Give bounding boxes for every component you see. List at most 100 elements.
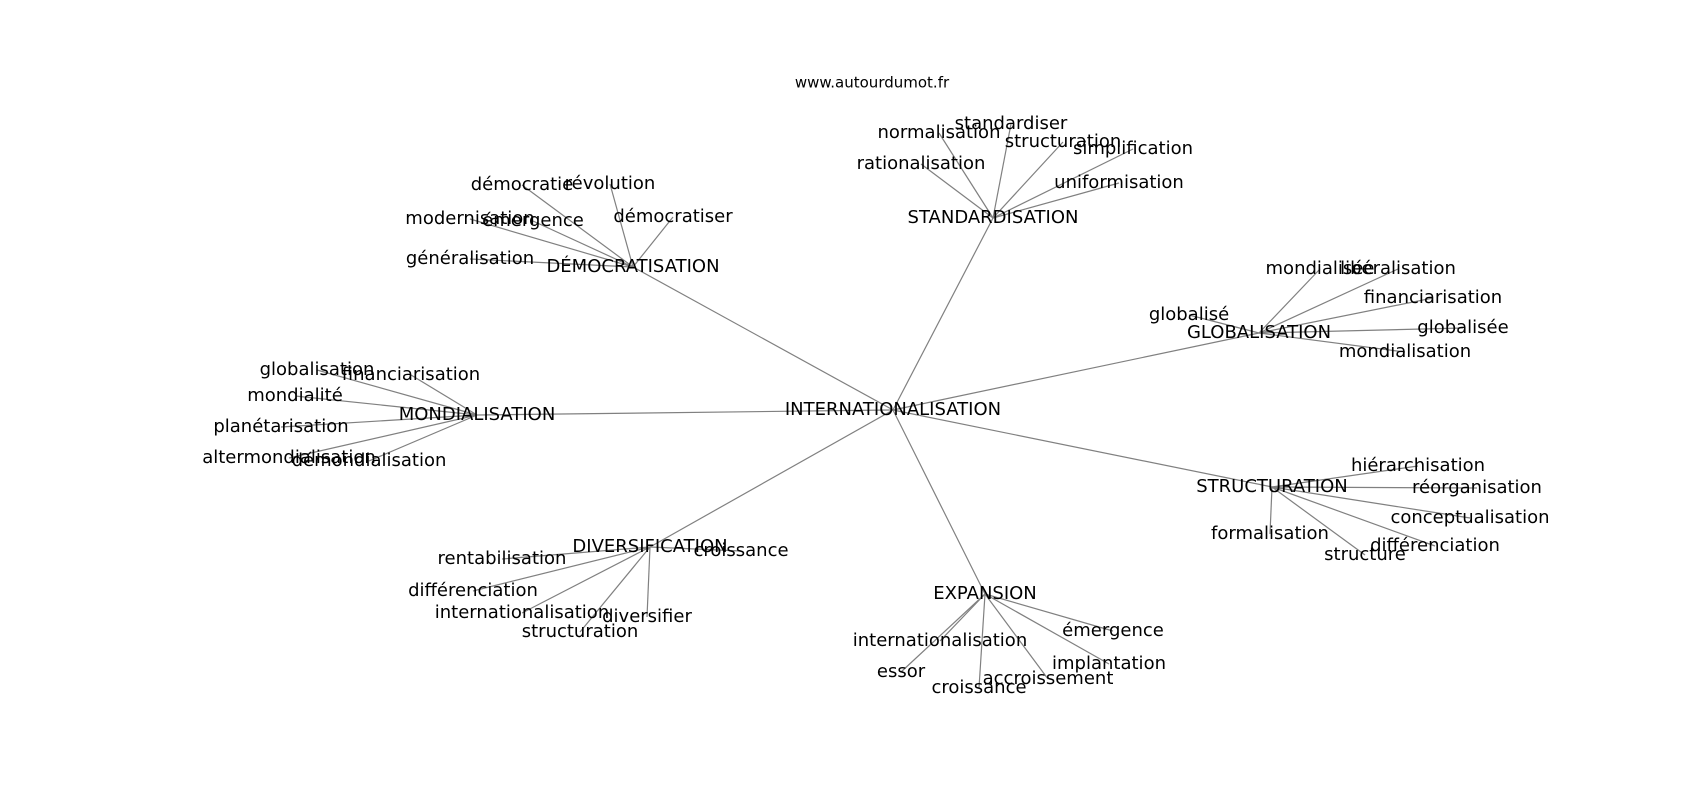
edge-structuration-reorganisation [1271, 486, 1478, 489]
edge-globalisation-globalise [1188, 314, 1260, 334]
edge-center-structuration [892, 409, 1273, 488]
leaf-word-diversification-croissance[interactable]: croissance [693, 540, 788, 561]
leaf-word-expansion-implantation[interactable]: implantation [1052, 653, 1166, 674]
leaf-word-globalisation-financiarisation[interactable]: financiarisation [1364, 287, 1502, 308]
edge-structuration-hierarchisation [1271, 465, 1419, 488]
edge-mondialisation-demondialisation [368, 414, 478, 462]
leaf-word-globalisation-mondialisation[interactable]: mondialisation [1339, 341, 1471, 362]
edge-expansion-essor [900, 593, 986, 673]
leaf-word-diversification-internationalisation[interactable]: internationalisation [435, 602, 609, 623]
leaf-word-democratisation-modernisation[interactable]: modernisation [405, 208, 534, 229]
edge-standardisation-simplification [992, 148, 1134, 219]
edge-diversification-rentabilisation [501, 546, 651, 560]
edge-democratisation-modernisation [469, 218, 634, 268]
leaf-word-standardisation-normalisation[interactable]: normalisation [878, 122, 1001, 143]
edge-center-mondialisation [476, 409, 894, 416]
leaf-word-mondialisation-globalisation[interactable]: globalisation [260, 359, 375, 380]
edge-expansion-emergence [984, 593, 1114, 632]
edge-structuration-conceptualisation [1271, 486, 1471, 519]
edge-structuration-differenciation [1271, 486, 1436, 547]
edge-democratisation-revolution [609, 183, 634, 268]
source-watermark[interactable]: www.autourdumot.fr [795, 74, 950, 92]
leaf-word-mondialisation-demondialisation[interactable]: démondialisation [292, 450, 447, 471]
leaf-word-mondialisation-planetarisation[interactable]: planétarisation [213, 416, 348, 437]
edge-center-diversification [649, 409, 894, 548]
leaf-word-globalisation-mondialisee[interactable]: mondialisée [1266, 258, 1375, 279]
labels-layer: www.autourdumot.fr normalisationstandard… [202, 74, 1549, 699]
edge-standardisation-uniformisation [992, 182, 1120, 219]
leaf-word-structuration-hierarchisation[interactable]: hiérarchisation [1351, 455, 1485, 476]
edge-center-globalisation [892, 332, 1260, 411]
edge-standardisation-structuration [992, 141, 1064, 219]
edge-diversification-croissance [649, 546, 742, 552]
edge-diversification-diversifier [646, 546, 651, 618]
hub-word-mondialisation[interactable]: MONDIALISATION [399, 404, 556, 425]
edge-structuration-structure [1271, 486, 1366, 556]
edge-mondialisation-planetarisation [280, 414, 478, 428]
edge-standardisation-rationalisation [920, 163, 994, 219]
edge-expansion-internationalisation [939, 593, 986, 642]
hub-word-democratisation[interactable]: DÉMOCRATISATION [546, 255, 719, 277]
leaf-word-democratisation-democratiser[interactable]: démocratiser [613, 206, 733, 227]
leaf-word-mondialisation-mondialite[interactable]: mondialité [247, 385, 343, 406]
edge-center-expansion [892, 409, 986, 595]
edge-globalisation-liberalisation [1258, 268, 1399, 334]
leaf-word-mondialisation-financiarisation[interactable]: financiarisation [342, 364, 480, 385]
leaf-word-structuration-differenciation[interactable]: différenciation [1370, 535, 1500, 556]
edge-mondialisation-globalisation [316, 369, 478, 416]
edge-diversification-internationalisation [521, 546, 651, 614]
edge-center-democratisation [632, 266, 894, 411]
leaf-word-globalisation-globalisee[interactable]: globalisée [1417, 317, 1508, 338]
leaf-word-expansion-internationalisation[interactable]: internationalisation [853, 630, 1027, 651]
leaf-word-diversification-differenciation[interactable]: différenciation [408, 580, 538, 601]
leaf-word-diversification-structuration[interactable]: structuration [522, 621, 639, 642]
leaf-word-democratisation-generalisation[interactable]: généralisation [406, 248, 534, 269]
leaf-word-globalisation-globalise[interactable]: globalisé [1149, 304, 1229, 325]
leaf-word-standardisation-uniformisation[interactable]: uniformisation [1054, 172, 1184, 193]
edge-expansion-croissance [978, 593, 986, 689]
edge-globalisation-mondialisee [1258, 268, 1321, 334]
edge-center-standardisation [892, 217, 994, 411]
edge-democratisation-democratiser [632, 216, 674, 268]
center-word[interactable]: INTERNATIONALISATION [785, 399, 1001, 420]
edge-democratisation-generalisation [469, 258, 634, 268]
leaf-word-structuration-conceptualisation[interactable]: conceptualisation [1390, 507, 1549, 528]
leaf-word-democratisation-emergence[interactable]: émergence [482, 210, 584, 231]
leaf-word-standardisation-structuration[interactable]: structuration [1005, 131, 1122, 152]
hub-word-globalisation[interactable]: GLOBALISATION [1187, 322, 1331, 343]
edge-diversification-differenciation [472, 546, 651, 592]
edge-standardisation-normalisation [938, 132, 994, 219]
hub-word-expansion[interactable]: EXPANSION [933, 583, 1037, 604]
leaf-word-structuration-reorganisation[interactable]: réorganisation [1412, 477, 1542, 498]
hub-word-structuration[interactable]: STRUCTURATION [1196, 476, 1347, 497]
edge-structuration-formalisation [1269, 486, 1273, 535]
leaf-word-globalisation-liberalisation[interactable]: libéralisation [1340, 258, 1456, 279]
leaf-word-expansion-accroissement[interactable]: accroissement [983, 668, 1114, 689]
edge-democratisation-emergence [532, 220, 634, 268]
leaf-word-democratisation-democratie[interactable]: démocratie [471, 174, 574, 195]
leaf-word-diversification-rentabilisation[interactable]: rentabilisation [438, 548, 567, 569]
edge-expansion-implantation [984, 593, 1110, 665]
leaf-word-standardisation-rationalisation[interactable]: rationalisation [857, 153, 986, 174]
leaf-word-expansion-emergence[interactable]: émergence [1062, 620, 1164, 641]
leaf-word-structuration-formalisation[interactable]: formalisation [1211, 523, 1329, 544]
edge-democratisation-democratie [521, 184, 634, 268]
edge-globalisation-globalisee [1258, 327, 1464, 334]
edge-globalisation-mondialisation [1258, 332, 1406, 353]
leaf-word-diversification-diversifier[interactable]: diversifier [602, 606, 692, 627]
hub-word-diversification[interactable]: DIVERSIFICATION [572, 536, 727, 557]
edge-mondialisation-financiarisation [410, 374, 478, 416]
hub-word-standardisation[interactable]: STANDARDISATION [908, 207, 1079, 228]
leaf-word-standardisation-simplification[interactable]: simplification [1073, 138, 1193, 159]
edge-standardisation-standardiser [992, 123, 1012, 219]
leaf-word-democratisation-revolution[interactable]: révolution [565, 173, 656, 194]
leaf-word-expansion-essor[interactable]: essor [877, 661, 926, 682]
edges-layer [280, 123, 1478, 689]
leaf-word-expansion-croissance[interactable]: croissance [931, 677, 1026, 698]
edge-mondialisation-mondialite [294, 395, 478, 416]
leaf-word-structuration-structure[interactable]: structure [1324, 544, 1406, 565]
leaf-word-standardisation-standardiser[interactable]: standardiser [955, 113, 1068, 134]
leaf-word-mondialisation-altermondialisation[interactable]: altermondialisation [202, 447, 376, 468]
edge-globalisation-financiarisation [1258, 297, 1434, 334]
